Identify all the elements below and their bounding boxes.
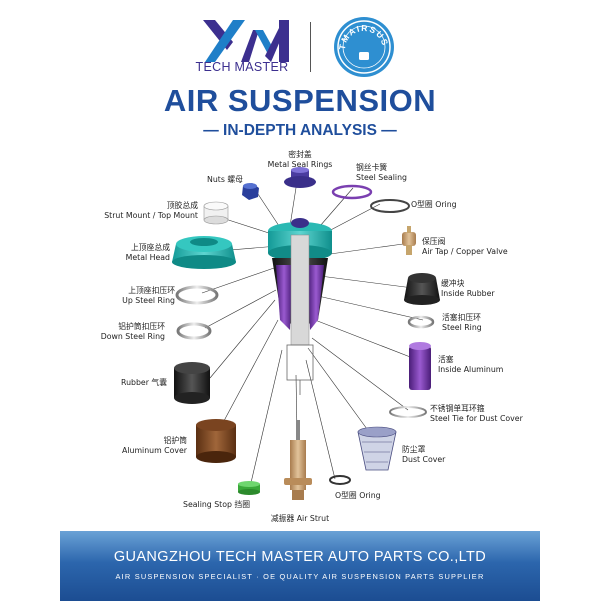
page-subtitle: — IN-DEPTH ANALYSIS —	[203, 122, 397, 139]
label-steel-tie-en: Steel Tie for Dust Cover	[430, 414, 523, 423]
label-air-tap-en: Air Tap / Copper Valve	[422, 247, 508, 256]
label-aluminum-cover-cn: 铝护筒	[163, 436, 187, 445]
label-inside-aluminum: 活塞 Inside Aluminum	[438, 355, 503, 375]
header-divider	[310, 22, 311, 72]
part-metal-head	[172, 236, 236, 269]
label-inside-aluminum-cn: 活塞	[438, 355, 454, 364]
label-strut-mount-en: Strut Mount / Top Mount	[104, 211, 198, 220]
part-down-steel-ring	[176, 322, 212, 340]
label-metal-head-cn: 上顶座总成	[131, 243, 170, 252]
part-aluminum-cover	[196, 419, 236, 463]
label-down-steel-ring-cn: 铝护筒扣压环	[118, 322, 165, 331]
label-inside-rubber: 缓冲块 Inside Rubber	[441, 279, 495, 299]
part-nuts	[242, 183, 259, 200]
part-o-ring-top	[370, 199, 410, 213]
part-steel-tie	[389, 406, 427, 418]
label-o-ring-top: O型圈 Oring	[411, 200, 457, 209]
part-steel-sealing-ring	[331, 184, 373, 200]
label-strut-mount: 顶胶总成 Strut Mount / Top Mount	[104, 201, 198, 221]
label-metal-seal-rings-en: Metal Seal Rings	[267, 160, 333, 169]
part-up-steel-ring	[175, 285, 219, 305]
label-steel-sealing: 钢丝卡簧 Steel Sealing	[356, 163, 407, 183]
label-sealing-stop: Sealing Stop 挡圈	[183, 500, 251, 509]
label-steel-ring: 活塞扣压环 Steel Ring	[442, 313, 482, 333]
label-air-tap-cn: 保压阀	[422, 237, 446, 246]
tmairsus-seal-icon: TMAIRSUS	[334, 17, 394, 77]
tech-master-logo-icon	[203, 20, 289, 62]
label-inside-aluminum-en: Inside Aluminum	[438, 365, 504, 374]
part-rubber-air-bag	[174, 362, 210, 404]
label-up-steel-ring-en: Up Steel Ring	[122, 296, 175, 305]
label-inside-rubber-en: Inside Rubber	[441, 289, 495, 298]
label-up-steel-ring-cn: 上顶座扣压环	[128, 286, 175, 295]
part-inside-rubber	[404, 273, 440, 305]
brand-name: TECH MASTER	[195, 60, 289, 74]
company-tagline: AIR SUSPENSION SPECIALIST · OE QUALITY A…	[115, 572, 485, 581]
label-down-steel-ring: 铝护筒扣压环 Down Steel Ring	[101, 322, 165, 342]
label-steel-sealing-cn: 钢丝卡簧	[356, 163, 388, 172]
label-air-strut: 减振器 Air Strut	[270, 514, 330, 523]
label-up-steel-ring: 上顶座扣压环 Up Steel Ring	[122, 286, 175, 306]
label-dust-cover-en: Dust Cover	[402, 455, 446, 464]
label-metal-seal-rings: 密封盖 Metal Seal Rings	[264, 150, 336, 170]
label-strut-mount-cn: 顶胶总成	[166, 201, 198, 210]
page-title: AIR SUSPENSION	[163, 83, 437, 118]
label-rubber: Rubber 气囊	[121, 378, 167, 387]
part-o-ring-bottom	[329, 475, 351, 485]
label-metal-seal-rings-cn: 密封盖	[288, 150, 312, 159]
label-steel-ring-en: Steel Ring	[442, 323, 482, 332]
part-strut-mount	[203, 201, 229, 225]
label-metal-head-en: Metal Head	[125, 253, 170, 262]
part-sealing-stop	[238, 481, 260, 495]
label-aluminum-cover: 铝护筒 Aluminum Cover	[122, 436, 187, 456]
label-steel-sealing-en: Steel Sealing	[356, 173, 407, 182]
central-assembly	[268, 218, 332, 395]
part-metal-seal-cap	[284, 167, 316, 188]
label-steel-tie: 不锈钢单耳环箍 Steel Tie for Dust Cover	[430, 404, 523, 424]
label-steel-tie-cn: 不锈钢单耳环箍	[430, 404, 485, 413]
label-dust-cover-cn: 防尘罩	[402, 445, 426, 454]
label-dust-cover: 防尘罩 Dust Cover	[402, 445, 445, 465]
label-aluminum-cover-en: Aluminum Cover	[122, 446, 187, 455]
footer-banner	[60, 531, 540, 601]
part-steel-ring	[407, 315, 435, 329]
label-metal-head: 上顶座总成 Metal Head	[126, 243, 170, 263]
part-inside-aluminum	[409, 342, 431, 390]
company-name: GUANGZHOU TECH MASTER AUTO PARTS CO.,LTD	[113, 549, 487, 565]
label-down-steel-ring-en: Down Steel Ring	[100, 332, 165, 341]
part-dust-cover	[357, 426, 397, 471]
label-inside-rubber-cn: 缓冲块	[441, 279, 465, 288]
part-air-tap	[402, 226, 416, 255]
label-air-tap: 保压阀 Air Tap / Copper Valve	[422, 237, 508, 257]
part-air-strut	[284, 420, 312, 500]
label-steel-ring-cn: 活塞扣压环	[442, 313, 481, 322]
label-o-ring-bottom: O型圈 Oring	[335, 491, 381, 500]
label-nuts: Nuts 螺母	[207, 175, 243, 184]
